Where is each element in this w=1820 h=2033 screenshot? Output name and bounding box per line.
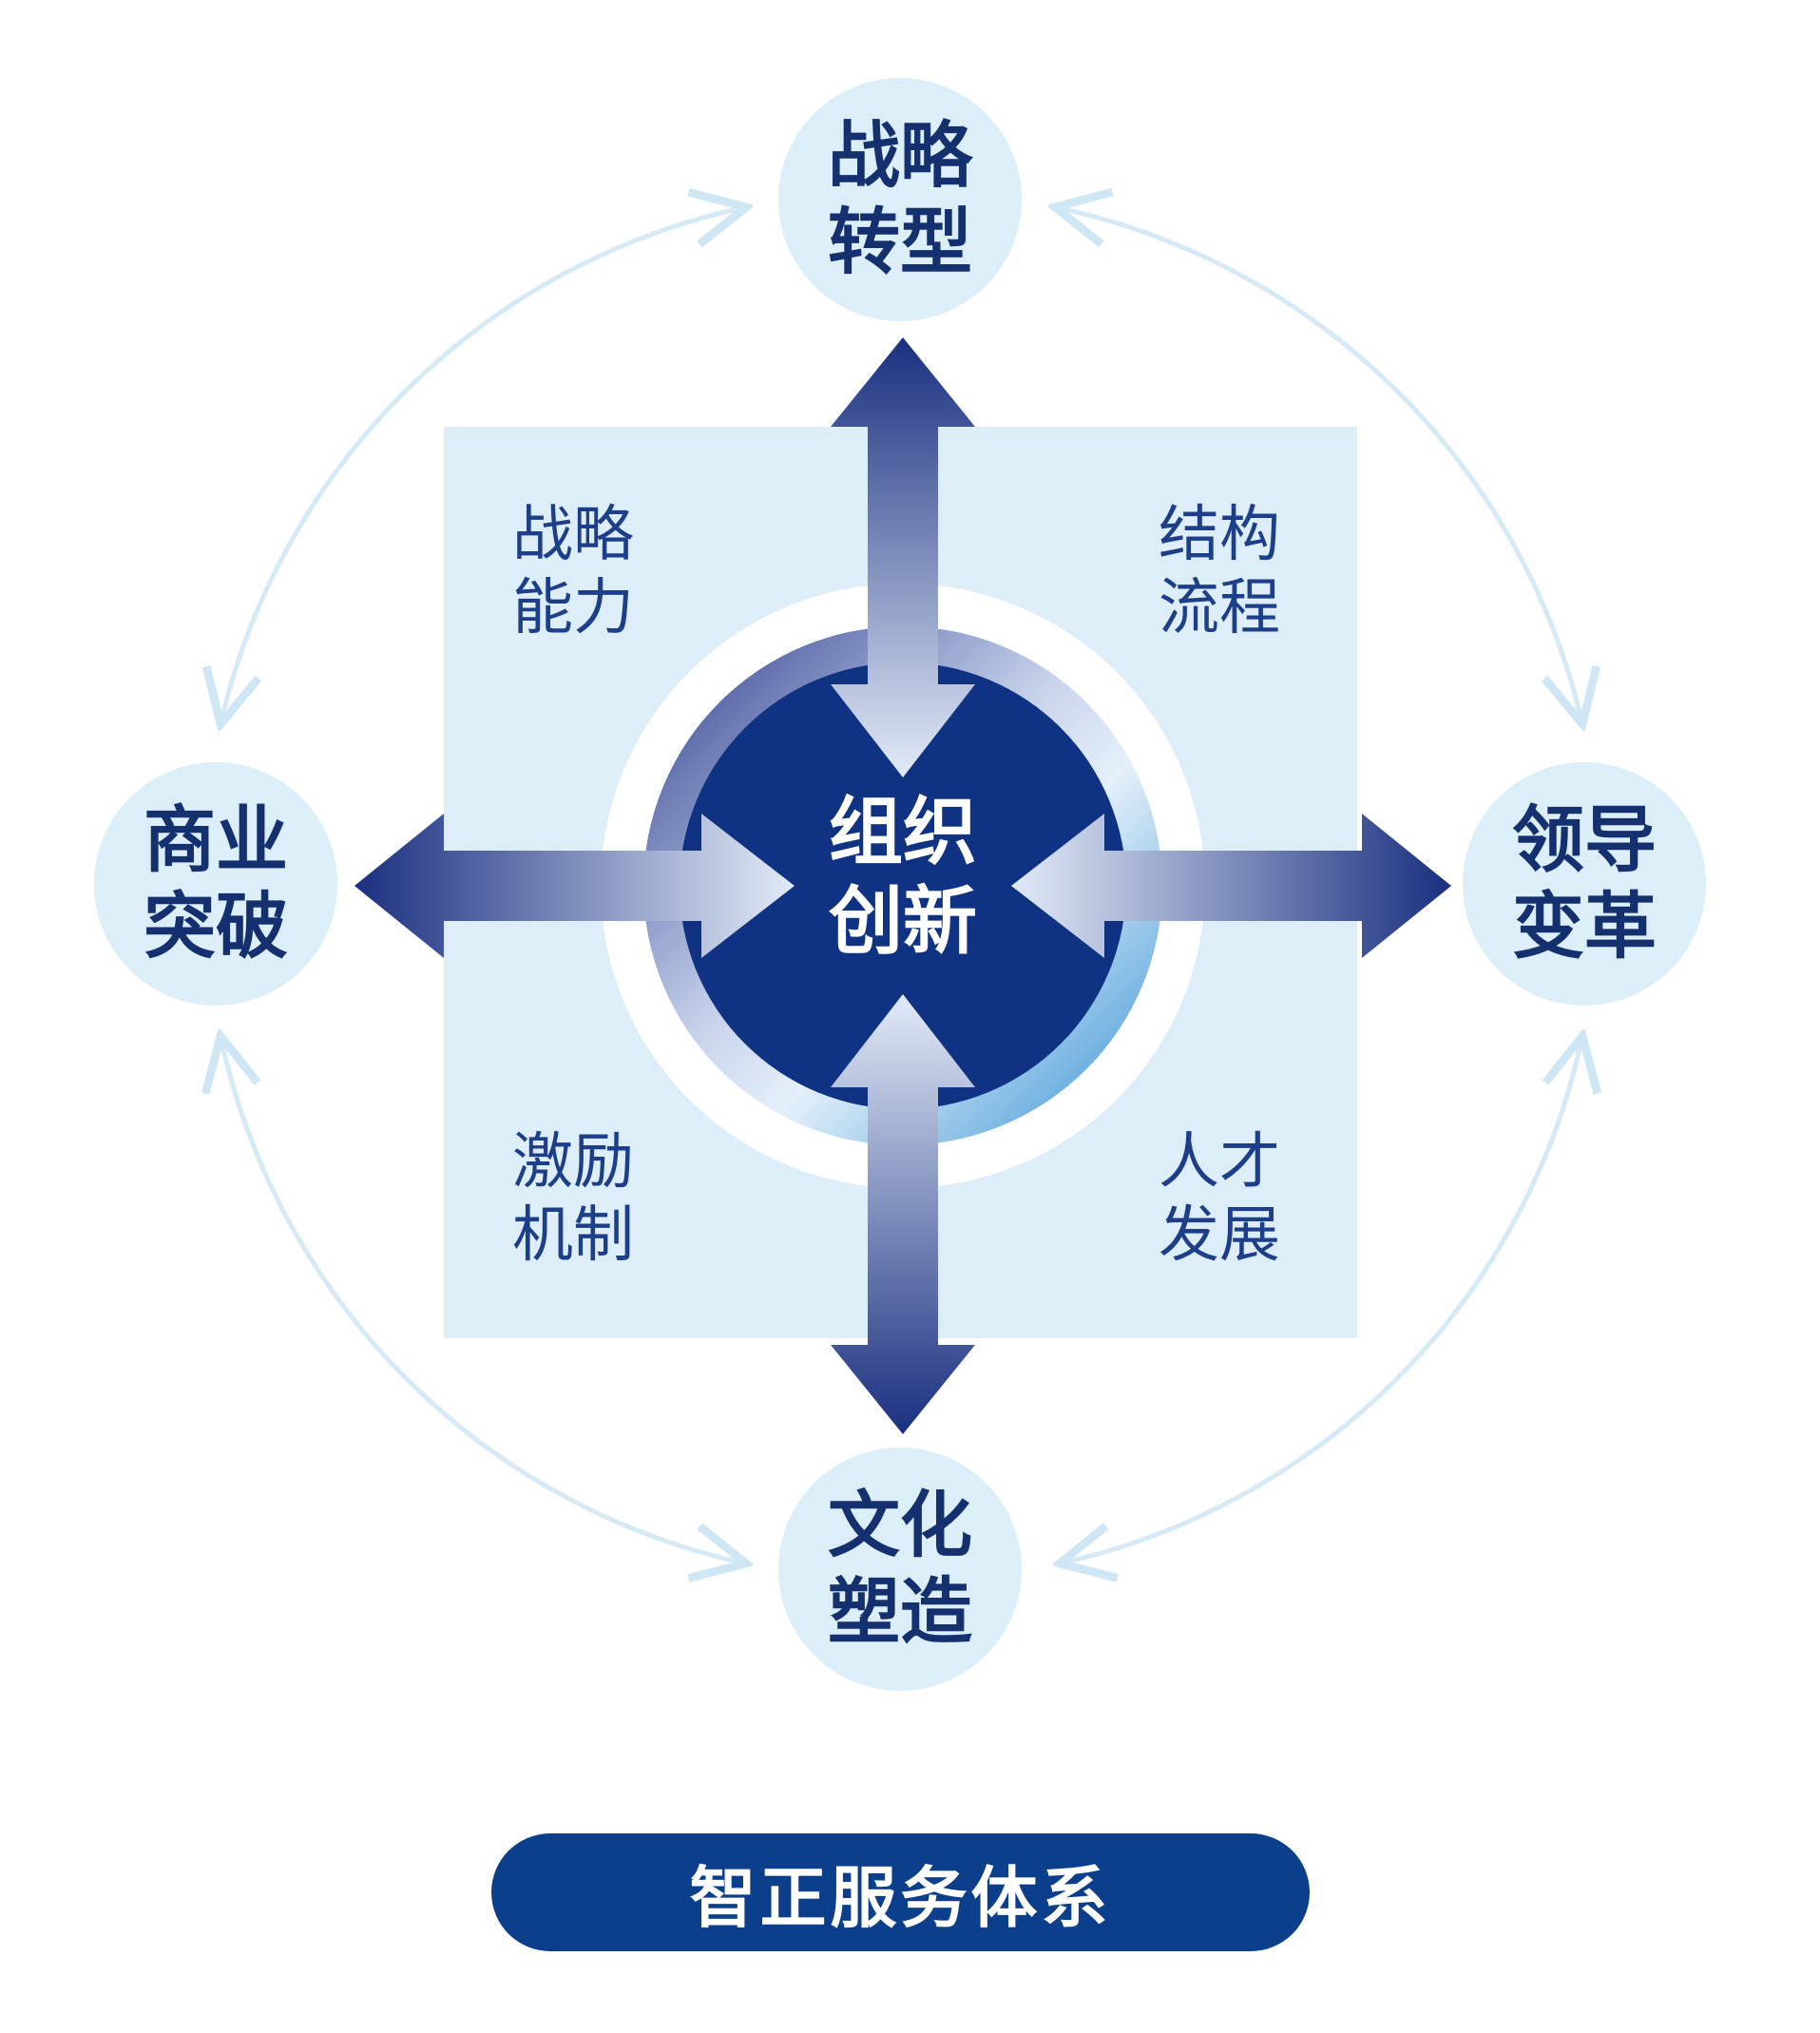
node-culture-shaping: 文化 塑造: [776, 1482, 1024, 1655]
arrow-down: [831, 994, 975, 1434]
arrow-up: [831, 337, 975, 777]
node-business-breakthrough: 商业 突破: [92, 796, 339, 969]
quadrant-label-line: 激励: [512, 1127, 634, 1198]
quadrant-talent-development: 人才 发展: [1115, 1126, 1324, 1273]
node-label-line: 塑造: [828, 1569, 972, 1655]
arc-top-left: [220, 207, 746, 724]
node-label-line: 突破: [144, 884, 288, 969]
node-label-line: 领导: [1512, 797, 1657, 882]
node-leadership-change: 领导 变革: [1461, 796, 1708, 969]
quadrant-structure-process: 结构 流程: [1115, 499, 1324, 645]
node-label-line: 变革: [1512, 884, 1657, 969]
quadrant-incentive-mechanism: 激励 机制: [469, 1126, 678, 1273]
quadrant-label-line: 结构: [1159, 500, 1280, 570]
node-strategic-transformation: 战略 转型: [776, 112, 1024, 285]
center-label-line: 创新: [828, 878, 977, 965]
core-circle: [680, 662, 1126, 1109]
footer-title: 智正服务体系: [689, 1858, 1112, 1937]
node-label-line: 战略: [828, 113, 972, 198]
quadrant-label-line: 机制: [512, 1199, 634, 1271]
cross-arrows: [354, 337, 1451, 1434]
node-label-line: 文化: [828, 1483, 972, 1567]
quadrant-strategic-capability: 战略 能力: [469, 499, 678, 645]
quadrant-label-line: 战略: [512, 500, 634, 570]
node-circle-right: [1463, 762, 1706, 1006]
center-label-line: 组织: [828, 790, 977, 875]
node-label-line: 商业: [144, 797, 288, 882]
node-circle-top: [778, 78, 1022, 321]
node-label-line: 转型: [828, 200, 972, 285]
quadrant-label-line: 发展: [1159, 1199, 1280, 1271]
arc-bottom-left: [220, 1036, 746, 1563]
node-circle-left: [94, 762, 337, 1006]
arc-top-right: [1055, 207, 1582, 724]
arrow-right: [1011, 814, 1451, 958]
arc-bottom-right: [1060, 1036, 1582, 1563]
footer-title-badge: 智正服务体系: [491, 1833, 1310, 1951]
cycle-arrows: [220, 207, 1582, 1563]
quadrant-label-line: 人才: [1159, 1127, 1280, 1198]
quadrant-label-line: 能力: [512, 572, 634, 643]
quadrant-label-line: 流程: [1159, 572, 1280, 643]
center-organization-innovation: 组织 创新: [779, 789, 1026, 967]
node-circle-bottom: [778, 1448, 1022, 1691]
arrow-left: [354, 814, 795, 958]
